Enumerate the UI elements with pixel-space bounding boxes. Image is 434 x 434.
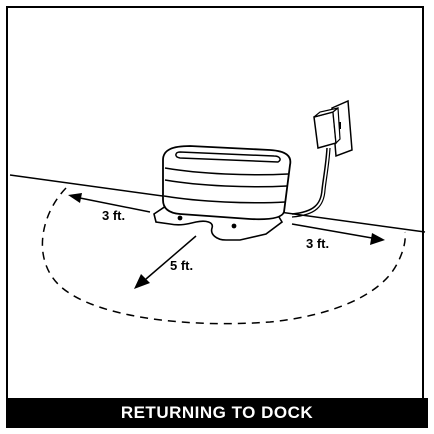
right-clearance-arrow bbox=[291, 223, 385, 245]
dock-body bbox=[162, 145, 292, 221]
power-adapter-icon bbox=[313, 106, 341, 149]
charging-contact bbox=[177, 215, 183, 221]
front-clearance-label: 5 ft. bbox=[170, 258, 193, 273]
power-cord bbox=[291, 147, 328, 215]
charging-contact bbox=[231, 223, 237, 229]
front-clearance-arrow bbox=[134, 235, 197, 289]
caption-bar: RETURNING TO DOCK bbox=[6, 398, 428, 428]
left-clearance-arrow bbox=[68, 193, 151, 213]
charging-dock bbox=[153, 145, 292, 241]
clearance-arc bbox=[41, 187, 406, 325]
figure-caption: RETURNING TO DOCK bbox=[120, 403, 314, 422]
right-clearance-label: 3 ft. bbox=[306, 236, 329, 251]
left-clearance-label: 3 ft. bbox=[102, 208, 125, 223]
